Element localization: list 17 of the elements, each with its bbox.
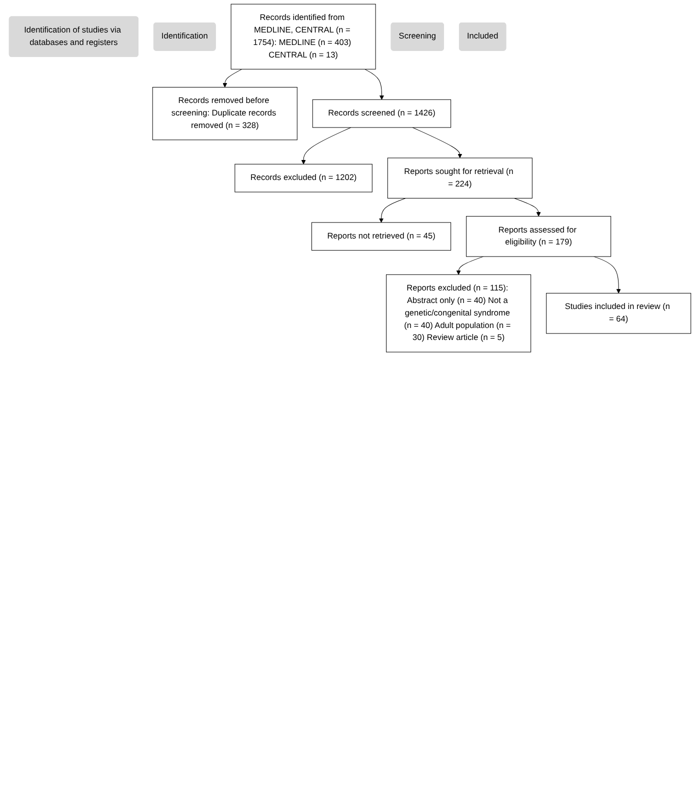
arrow — [456, 256, 484, 275]
node-box: Reports excluded (n = 115): Abstract only (n = 40) Not a genetic/congenital syndrome (n = 40) Adult population (n = 30) Review article (n = 5) — [386, 274, 532, 352]
arrow — [364, 68, 384, 100]
arrow — [412, 127, 462, 158]
node-box: Studies included in review (n = 64) — [546, 292, 692, 334]
arrow — [594, 256, 621, 294]
arrow — [301, 127, 352, 164]
node-box: Reports not retrieved (n = 45) — [311, 222, 452, 251]
node-box: Records excluded (n = 1202) — [234, 164, 372, 192]
node-box: Reports sought for retrieval (n = 224) — [387, 158, 532, 198]
node-box: Records removed before screening: Duplicate records removed (n = 328) — [152, 86, 298, 140]
node-box: Reports assessed for eligibility (n = 179) — [466, 216, 612, 257]
arrow — [379, 198, 406, 223]
node-box: Records identified from MEDLINE, CENTRAL (n = 1754): MEDLINE (n = 403) CENTRAL (n = 13) — [230, 4, 376, 70]
arrow — [222, 68, 242, 88]
arrow — [514, 198, 541, 216]
node-box: Records screened (n = 1426) — [312, 99, 452, 128]
